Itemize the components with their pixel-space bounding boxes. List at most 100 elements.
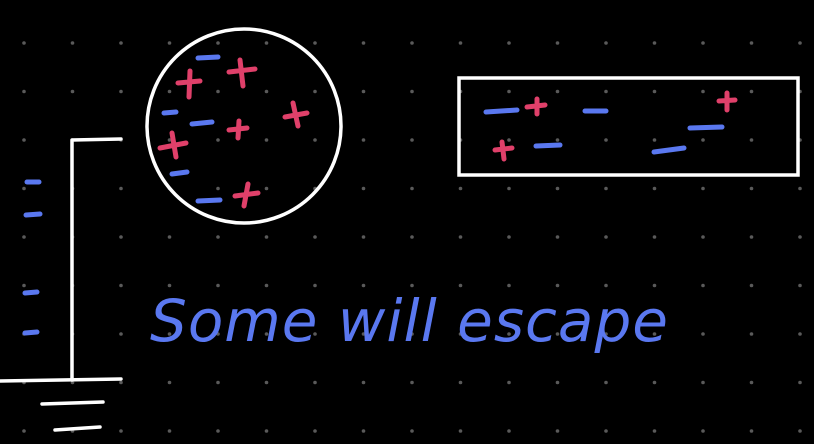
sphere-outline <box>145 27 343 225</box>
negative-charge <box>23 211 43 218</box>
grid-dot <box>119 380 123 385</box>
grid-dot <box>410 41 414 45</box>
ground-bar-short <box>53 425 102 432</box>
grid-dot <box>361 429 366 433</box>
grid-dot <box>313 332 317 336</box>
grid-dot <box>313 235 317 239</box>
ground-bar-mid <box>40 400 105 406</box>
grid-dot <box>119 283 123 288</box>
grid-dot <box>701 89 705 94</box>
grid-dot <box>22 283 26 288</box>
grid-dot <box>361 283 366 288</box>
grid-dot <box>798 41 802 45</box>
grid-dot <box>167 332 172 336</box>
positive-charge <box>492 139 515 162</box>
grid-dot <box>22 41 26 45</box>
grid-dot <box>507 186 511 191</box>
grid-dot <box>798 283 802 288</box>
grid-dot <box>264 138 269 142</box>
negative-charge <box>483 107 520 115</box>
grid-dot <box>507 380 511 385</box>
grid-dot <box>749 186 754 191</box>
negative-charge <box>687 124 725 131</box>
grid-dot <box>652 332 657 336</box>
grid-dot <box>313 283 317 288</box>
grid-dot <box>458 235 463 239</box>
positive-charge <box>232 181 261 209</box>
grid-dot <box>652 429 657 433</box>
grid-dot <box>313 429 317 433</box>
grid-dot <box>604 235 608 239</box>
grid-dot <box>119 41 123 45</box>
grid-dot <box>604 380 608 385</box>
grid-dot <box>798 235 802 239</box>
grid-dot <box>410 235 414 239</box>
grid-dot <box>507 283 511 288</box>
grid-dot <box>701 332 705 336</box>
grid-dot <box>216 138 220 142</box>
grid-dot <box>555 186 560 191</box>
negative-charge <box>195 54 221 61</box>
grid-dot <box>216 380 220 385</box>
grid-dot <box>264 380 269 385</box>
grid-dot <box>361 380 366 385</box>
grid-dot <box>216 429 220 433</box>
grid-dot <box>216 186 220 191</box>
grid-dot <box>167 41 172 45</box>
grid-dot <box>313 89 317 94</box>
grid-dot <box>410 89 414 94</box>
grid-dot <box>216 89 220 94</box>
negative-charge <box>22 289 40 296</box>
grid-dot <box>749 89 754 94</box>
grid-dot <box>167 89 172 94</box>
grid-dot <box>701 138 705 142</box>
grid-dot <box>167 429 172 433</box>
grid-dot <box>604 89 608 94</box>
grid-dot <box>507 89 511 94</box>
grid-dot <box>119 235 123 239</box>
grid-dot <box>119 89 123 94</box>
grid-dot <box>216 235 220 239</box>
grid-dot <box>22 235 26 239</box>
grid-dot <box>555 41 560 45</box>
ground-line <box>0 377 123 383</box>
grid-dot <box>652 89 657 94</box>
grid-dot <box>216 332 220 336</box>
grid-dot <box>749 235 754 239</box>
positive-charge <box>226 118 250 141</box>
negative-charge <box>161 109 179 116</box>
grid-dot <box>264 89 269 94</box>
grid-dot <box>167 235 172 239</box>
grid-dot <box>410 186 414 191</box>
grid-dot <box>458 283 463 288</box>
grid-dot <box>458 429 463 433</box>
grid-dot <box>361 89 366 94</box>
positive-charge <box>282 100 310 129</box>
grid-dot <box>604 138 608 142</box>
grid-dot <box>749 380 754 385</box>
negative-charge <box>651 145 687 155</box>
grid-dot <box>604 332 608 336</box>
grid-dot <box>798 186 802 191</box>
grid-dot <box>264 429 269 433</box>
positive-charge <box>716 90 738 113</box>
negative-charge <box>169 169 190 177</box>
grid-dot <box>119 332 123 336</box>
grid-dot <box>555 138 560 142</box>
grid-dot <box>701 380 705 385</box>
grid-dot <box>555 429 560 433</box>
grid-dot <box>361 235 366 239</box>
grid-dot <box>167 380 172 385</box>
grid-dot <box>22 429 26 433</box>
grid-dot <box>652 380 657 385</box>
grid-dot <box>458 380 463 385</box>
grid-dot <box>701 186 705 191</box>
positive-charge <box>226 57 258 89</box>
grid-dot <box>749 283 754 288</box>
grid-dot <box>410 332 414 336</box>
grid-dot <box>652 235 657 239</box>
grid-dot <box>22 89 26 94</box>
grid-dot <box>507 41 511 45</box>
grid-dot <box>507 332 511 336</box>
